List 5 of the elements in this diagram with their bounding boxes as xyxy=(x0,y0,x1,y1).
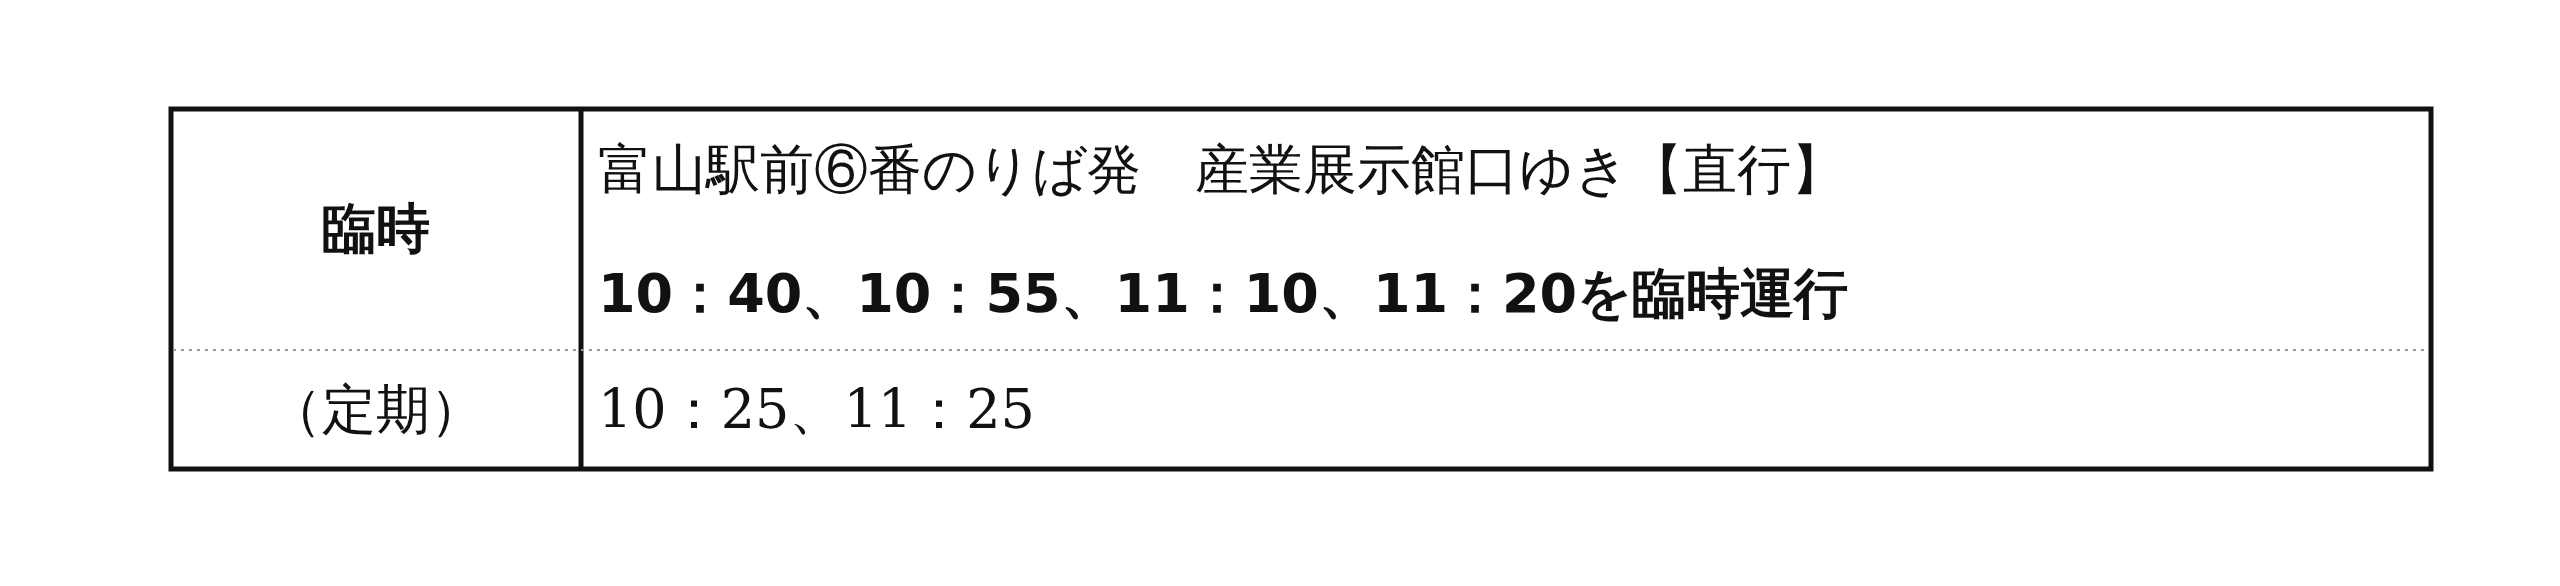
schedule-text: 10：25、11：25 xyxy=(598,378,1035,442)
row-heading: （定期） xyxy=(268,378,484,442)
route-text: 富山駅前⑥番のりば発 産業展示館口ゆき【直行】 xyxy=(598,138,1845,202)
schedule-text: 10：40、10：55、11：10、11：20を臨時運行 xyxy=(598,262,1849,326)
row-heading: 臨時 xyxy=(322,197,430,261)
